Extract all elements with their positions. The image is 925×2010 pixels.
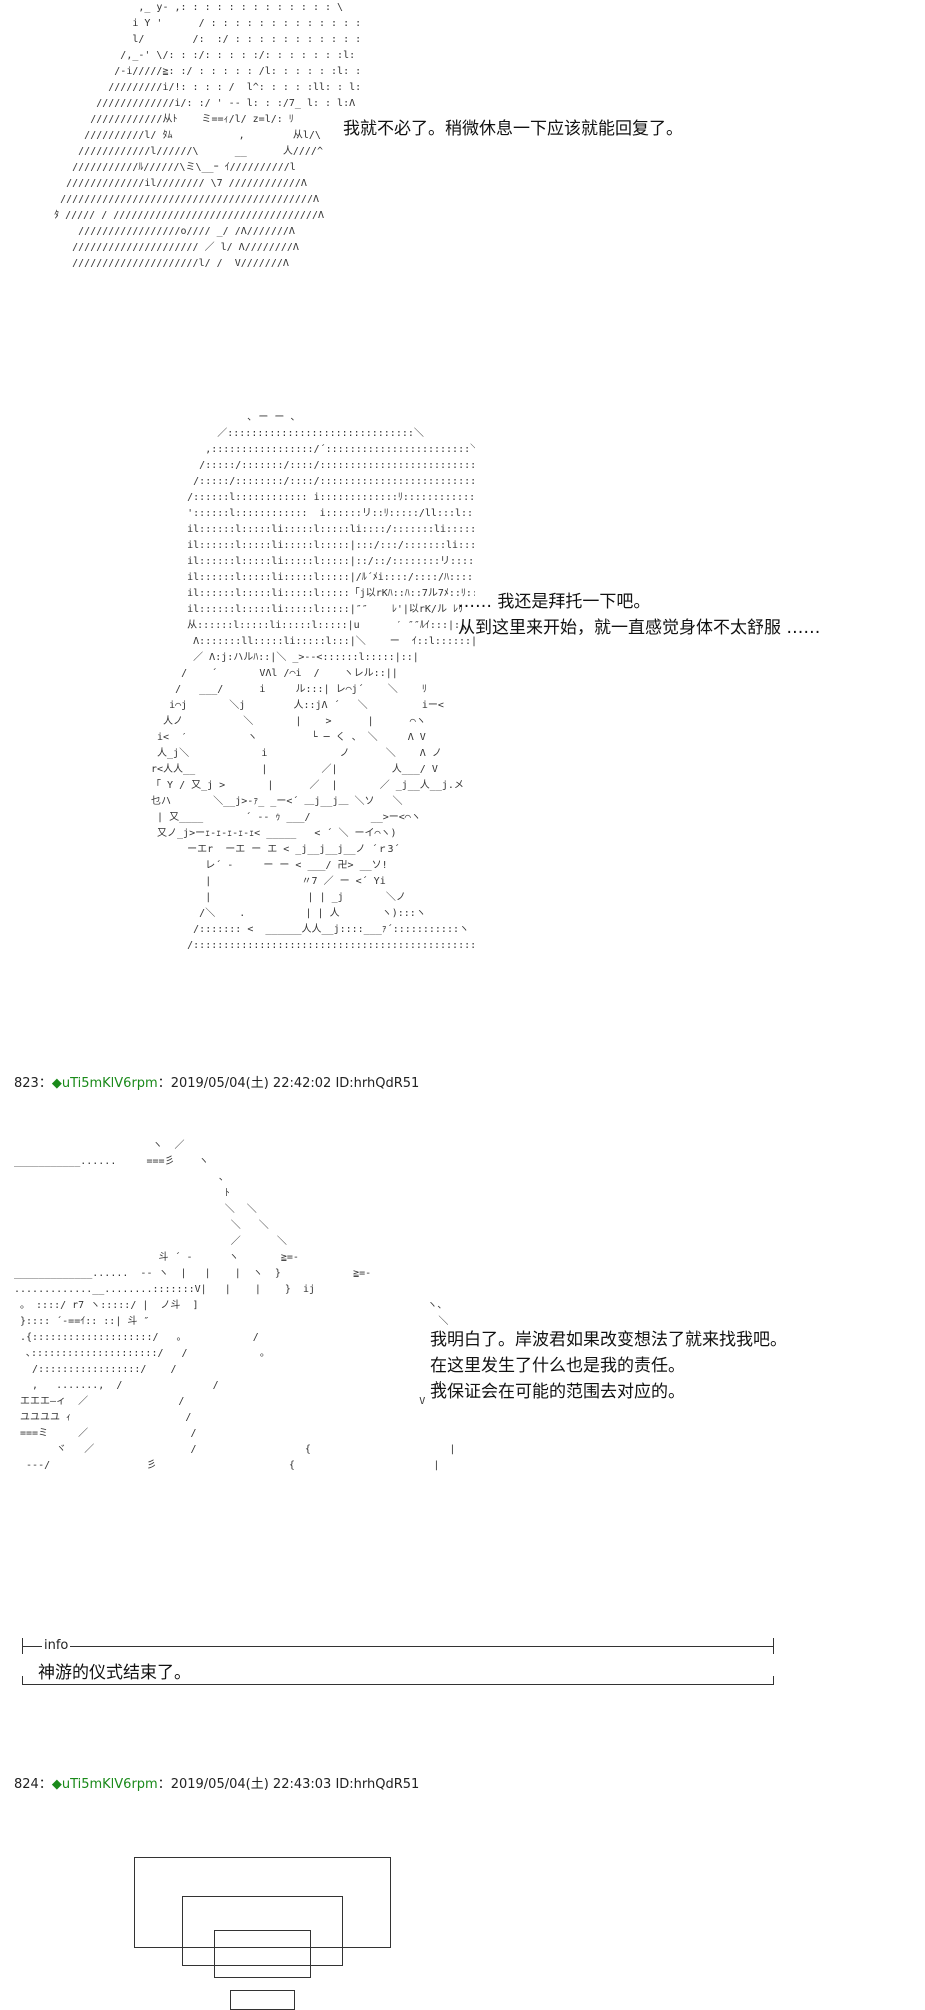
info-box-left-tick-bottom [22, 1676, 23, 1685]
info-box-right-tick [773, 1638, 774, 1654]
post-header-823: 823：◆uTi5mKlV6rpm：2019/05/04(土) 22:42:02… [14, 1072, 419, 1091]
dialogue-scene-3-line-1: 我明白了。岸波君如果改变想法了就来找我吧。 [430, 1330, 787, 1350]
dialogue-scene-3-line-3: 我保证会在可能的范围去对应的。 [430, 1382, 685, 1402]
info-box-top-border [22, 1646, 774, 1647]
post-meta: ：2019/05/04(土) 22:42:02 ID:hrhQdR51 [157, 1076, 420, 1091]
info-box-text: 神游的仪式结束了。 [38, 1663, 191, 1683]
ascii-art-figure-2: ､ ー ー 、 ／:::::::::::::::::::::::::::::::… [151, 412, 475, 951]
post-trip[interactable]: ◆uTi5mKlV6rpm [51, 1777, 158, 1792]
ascii-art-figure-3: ヽ ／ ___________...... ===彡 ヽ 、 ﾄ ＼ ＼ ＼ ＼ [14, 1140, 454, 1471]
dialogue-scene-2-line-2: 从到这里来开始，就一直感觉身体不太舒服 …… [458, 618, 821, 638]
info-box-left-tick [22, 1638, 23, 1654]
frame-inner [214, 1930, 311, 1978]
info-box-bottom-border [22, 1684, 774, 1685]
dialogue-scene-2-line-1: …… 我还是拜托一下吧。 [458, 592, 651, 612]
dialogue-scene-3-line-2: 在这里发生了什么也是我的责任。 [430, 1356, 685, 1376]
info-box-right-tick-bottom [773, 1676, 774, 1685]
frame-outer [134, 1857, 391, 1948]
info-box: info 神游的仪式结束了。 [22, 1638, 774, 1686]
post-number: 823： [14, 1076, 52, 1091]
info-box-label: info [42, 1638, 71, 1653]
dialogue-scene-1: 我就不必了。稍微休息一下应该就能回复了。 [343, 119, 683, 139]
frame-middle [182, 1896, 343, 1966]
ascii-art-figure-1: ,_ y- ,: : : : : : : : : : : : : \ i Y '… [54, 2, 360, 269]
post-trip[interactable]: ◆uTi5mKlV6rpm [51, 1076, 158, 1091]
post-number: 824： [14, 1777, 52, 1792]
post-header-824: 824：◆uTi5mKlV6rpm：2019/05/04(土) 22:43:03… [14, 1773, 419, 1792]
post-meta: ：2019/05/04(土) 22:43:03 ID:hrhQdR51 [157, 1777, 420, 1792]
frame-innermost [230, 1990, 295, 2010]
